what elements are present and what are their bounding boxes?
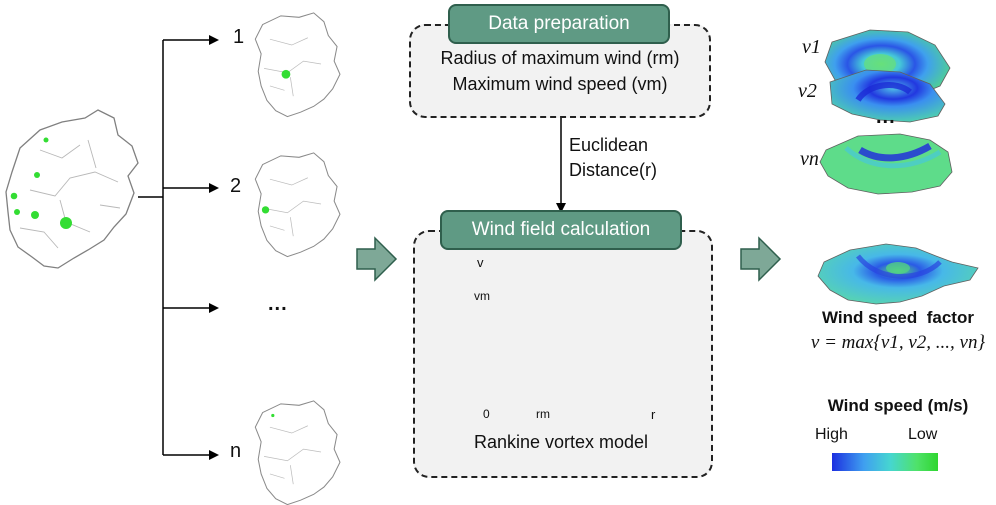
wind-field-layer-2 — [829, 69, 946, 123]
rankine-rm-label: rm — [536, 407, 550, 421]
layer-label-1: v1 — [802, 36, 821, 58]
euclidean-label: Euclidean — [569, 135, 649, 155]
wind-speed-factor-map — [817, 243, 979, 305]
distance-label: Distance(r) — [569, 160, 658, 180]
layer-label-2: v2 — [798, 80, 817, 102]
legend-color-bar — [832, 453, 938, 471]
scenario-label-2: 2 — [230, 175, 242, 197]
rankine-x-label: r — [651, 407, 656, 422]
storm-dot — [43, 137, 49, 143]
storm-dot — [34, 172, 40, 178]
scenario-map-2 — [254, 152, 341, 258]
rankine-vm-label: vm — [474, 289, 490, 303]
layer-label-n: vn — [800, 148, 819, 170]
scenario-branches — [138, 35, 219, 460]
storm-dot — [31, 211, 39, 219]
wind-field-layer-n — [819, 133, 953, 195]
region-map-main — [5, 109, 139, 269]
wind-speed-factor-title: Wind speed factor — [822, 308, 974, 327]
legend-high-label: High — [815, 426, 848, 443]
flow-arrow-to-calculation — [356, 236, 398, 282]
wind-field-box — [413, 230, 713, 478]
wind-speed-formula: v = max{v1, v2, ..., vn} — [810, 332, 986, 353]
data-preparation-title: Data preparation — [448, 4, 670, 44]
scenario-label-1: 1 — [233, 26, 245, 48]
wind-field-title: Wind field calculation — [440, 210, 682, 250]
legend-low-label: Low — [908, 426, 938, 443]
rankine-origin-label: 0 — [483, 407, 490, 421]
scenario-map-n — [254, 400, 341, 505]
rankine-caption: Rankine vortex model — [473, 432, 649, 452]
rankine-y-label: v — [477, 255, 484, 270]
scenario-map-1 — [254, 12, 341, 118]
data-preparation-line-rm: Radius of maximum wind (rm) — [440, 48, 680, 68]
layer-label-ellipsis: ... — [876, 106, 896, 128]
legend-title: Wind speed (m/s) — [827, 396, 969, 415]
storm-dot — [60, 217, 72, 229]
scenario-label-n: n — [230, 440, 242, 462]
storm-dot — [14, 209, 20, 215]
storm-dot — [10, 192, 18, 200]
scenario-label-ellipsis: ... — [268, 293, 288, 315]
flow-arrow-to-output — [740, 236, 782, 282]
data-preparation-line-vm: Maximum wind speed (vm) — [452, 74, 668, 94]
